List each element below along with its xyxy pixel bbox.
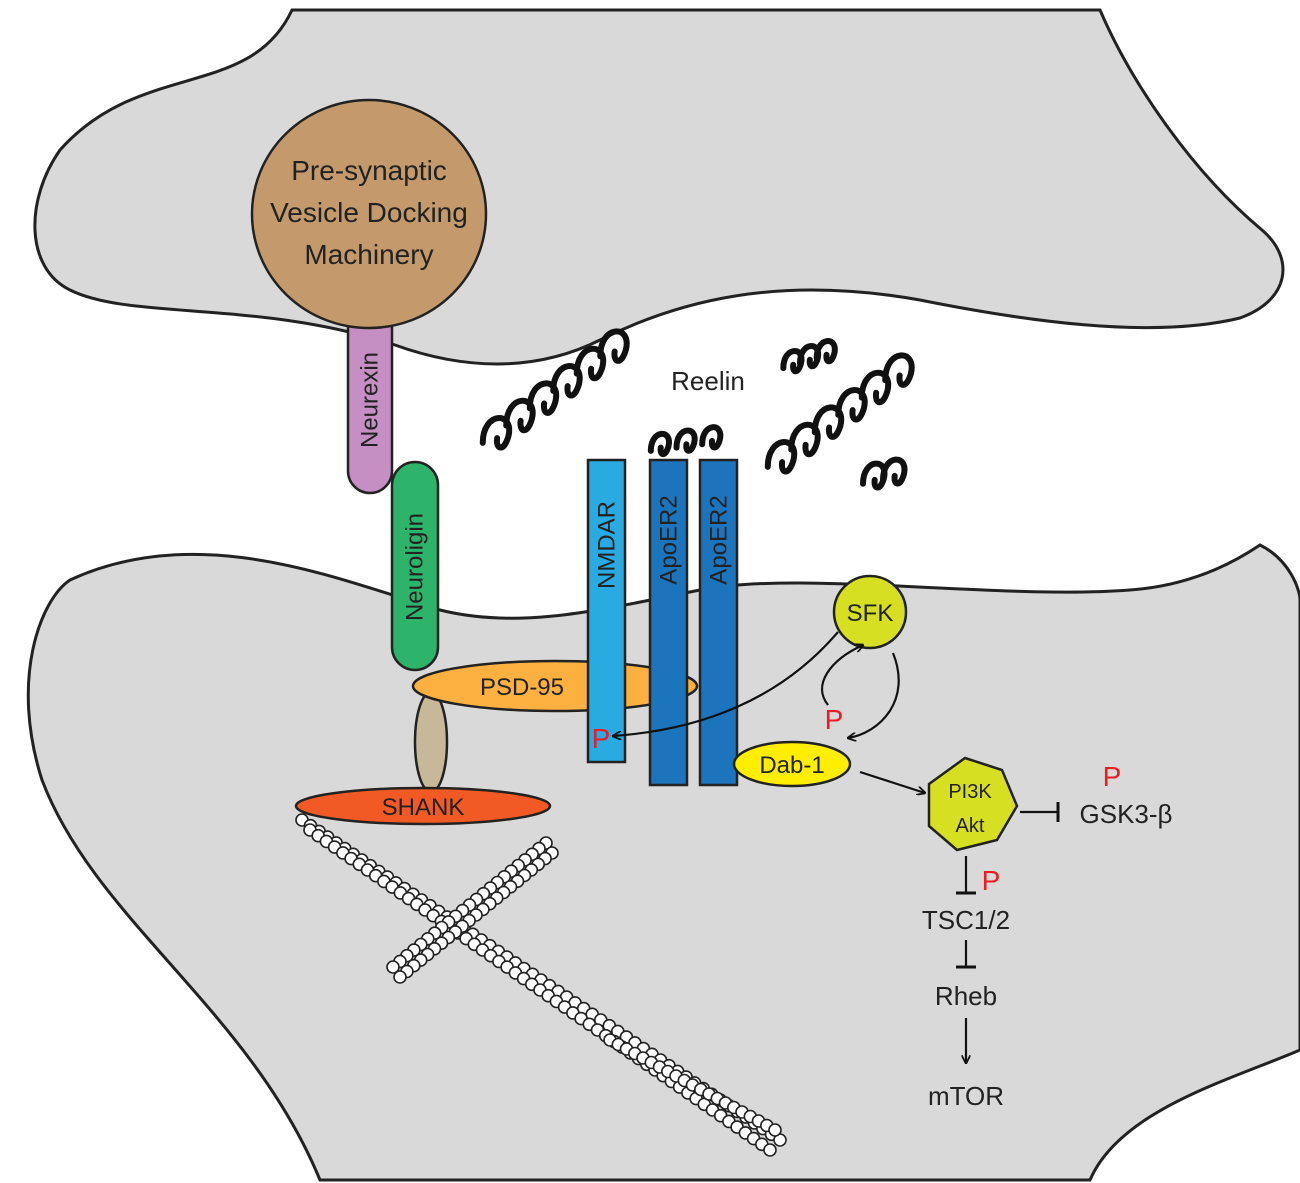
reelin-coil	[647, 424, 724, 458]
dab1-label: Dab-1	[759, 752, 824, 779]
phospho-tsc: P	[982, 865, 1001, 896]
neurexin: Neurexin	[346, 303, 394, 495]
actin-bead	[763, 1143, 777, 1157]
gsk3b-label: GSK3-β	[1080, 799, 1173, 829]
reelin-label: Reelin	[671, 366, 745, 396]
psd95-label: PSD-95	[480, 674, 564, 701]
shank-label: SHANK	[382, 794, 465, 821]
sfk-label: SFK	[847, 600, 894, 627]
actin-bead	[393, 970, 407, 984]
pi3k-akt: PI3K Akt	[927, 756, 1019, 852]
apoer2-right: ApoER2	[698, 458, 739, 787]
tsc-label: TSC1/2	[922, 905, 1010, 935]
apoer2-left: ApoER2	[648, 458, 689, 787]
presynaptic-cell	[33, 8, 1285, 366]
nmdar-label: NMDAR	[594, 501, 621, 589]
connector-protein	[413, 690, 449, 794]
sfk: SFK	[832, 574, 908, 650]
actin-filaments	[295, 813, 787, 1157]
pi3k-label: PI3K	[948, 781, 992, 803]
reelin-proteins	[479, 328, 915, 491]
akt-label: Akt	[956, 815, 985, 837]
apoer2-left-label: ApoER2	[656, 495, 683, 584]
reelin-coil	[479, 328, 630, 451]
neurexin-label: Neurexin	[357, 352, 384, 448]
reelin-coil	[780, 338, 838, 375]
presynaptic-label-line2: Vesicle Docking	[270, 197, 468, 228]
presynaptic-label-line3: Machinery	[304, 239, 433, 270]
reelin-coil	[764, 352, 915, 475]
pathway-arrows	[613, 631, 1060, 1063]
mtor-label: mTOR	[928, 1081, 1004, 1111]
arrow-dab-to-sfk	[821, 645, 863, 706]
neuroligin: Neuroligin	[390, 460, 440, 672]
neuroligin-label: Neuroligin	[402, 513, 429, 621]
nmdar: NMDAR	[586, 458, 627, 764]
rheb-label: Rheb	[935, 981, 997, 1011]
apoer2-right-label: ApoER2	[706, 495, 733, 584]
arrow-sfk-to-nmdar	[613, 631, 839, 736]
presynaptic-machinery: Pre-synaptic Vesicle Docking Machinery	[250, 98, 488, 330]
dab1: Dab-1	[732, 740, 852, 788]
reelin-coil	[860, 456, 908, 491]
phospho-gsk3b: P	[1103, 761, 1122, 792]
shank: SHANK	[294, 786, 552, 826]
presynaptic-label-line1: Pre-synaptic	[291, 155, 447, 186]
arrow-dab-to-pi3k	[859, 770, 925, 793]
phospho-dab1: P	[825, 704, 844, 735]
arrow-sfk-to-dab	[848, 652, 900, 738]
actin-bead	[768, 1123, 782, 1137]
phospho-nmdar: P	[592, 723, 611, 754]
actin-bead	[386, 960, 400, 974]
